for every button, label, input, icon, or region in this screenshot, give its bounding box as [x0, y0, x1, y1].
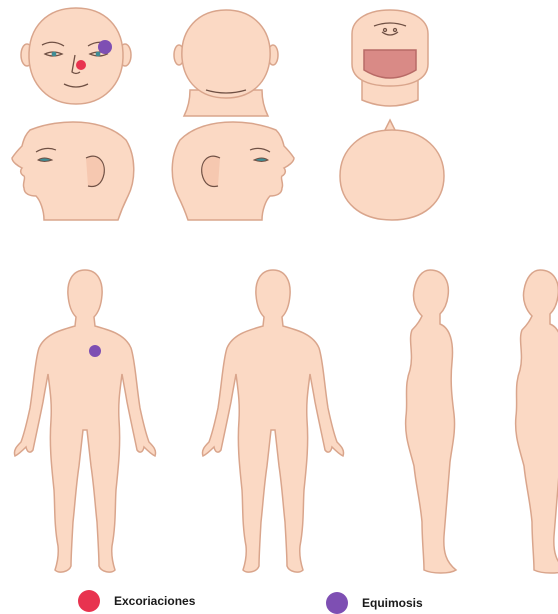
head-top-view [340, 120, 444, 220]
legend-label-excoriaciones: Excoriaciones [114, 594, 195, 608]
body-side-view [406, 270, 456, 573]
legend-equimosis: Equimosis [326, 592, 423, 614]
equimosis-mark-temple [98, 40, 112, 54]
legend-excoriaciones: Excoriaciones [78, 590, 195, 612]
legend-label-equimosis: Equimosis [362, 596, 423, 610]
body-back-view [202, 270, 343, 572]
head-front-view [21, 8, 131, 104]
body-front-view [14, 270, 155, 572]
head-back-view [174, 10, 278, 116]
red-dot-icon [78, 590, 100, 612]
head-left-profile-view [12, 122, 134, 220]
head-below-view [352, 10, 428, 106]
body-side-view-cropped [516, 270, 558, 573]
equimosis-mark-chest [89, 345, 101, 357]
head-right-profile-view [172, 122, 294, 220]
excoriacion-mark-face [76, 60, 86, 70]
purple-dot-icon [326, 592, 348, 614]
